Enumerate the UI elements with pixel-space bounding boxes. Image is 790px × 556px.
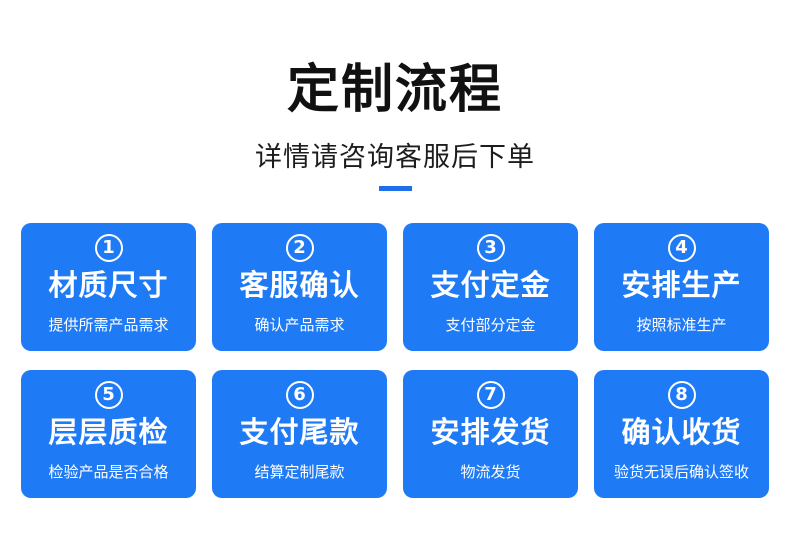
step-description: 支付部分定金: [445, 316, 536, 334]
step-description: 检验产品是否合格: [48, 463, 169, 481]
step-number-badge: 7: [476, 381, 505, 409]
step-number-badge: 1: [94, 234, 123, 262]
step-title: 安排生产: [621, 268, 742, 302]
step-description: 提供所需产品需求: [48, 316, 169, 334]
step-title: 安排发货: [430, 415, 551, 449]
step-title: 层层质检: [48, 415, 169, 449]
accent-divider: [379, 186, 412, 191]
step-number-badge: 6: [285, 381, 314, 409]
step-number-badge: 3: [476, 234, 505, 262]
step-title: 确认收货: [621, 415, 742, 449]
page-title: 定制流程: [286, 60, 503, 120]
step-description: 结算定制尾款: [254, 463, 345, 481]
step-title: 客服确认: [239, 268, 360, 302]
step-card-8: 8 确认收货 验货无误后确认签收: [594, 370, 769, 498]
step-title: 材质尺寸: [48, 268, 169, 302]
process-step-grid: 1 材质尺寸 提供所需产品需求 2 客服确认 确认产品需求 3 支付定金 支付部…: [21, 223, 769, 498]
step-description: 按照标准生产: [636, 316, 727, 334]
step-title: 支付尾款: [239, 415, 360, 449]
step-description: 验货无误后确认签收: [613, 463, 749, 481]
step-number-badge: 2: [285, 234, 314, 262]
step-card-7: 7 安排发货 物流发货: [403, 370, 578, 498]
page-subtitle: 详情请咨询客服后下单: [255, 142, 535, 173]
step-number-badge: 4: [667, 234, 696, 262]
step-number-badge: 8: [667, 381, 696, 409]
step-card-2: 2 客服确认 确认产品需求: [212, 223, 387, 351]
step-card-3: 3 支付定金 支付部分定金: [403, 223, 578, 351]
step-description: 确认产品需求: [254, 316, 345, 334]
step-description: 物流发货: [460, 463, 521, 481]
step-card-1: 1 材质尺寸 提供所需产品需求: [21, 223, 196, 351]
step-number-badge: 5: [94, 381, 123, 409]
step-card-5: 5 层层质检 检验产品是否合格: [21, 370, 196, 498]
step-card-6: 6 支付尾款 结算定制尾款: [212, 370, 387, 498]
step-title: 支付定金: [430, 268, 551, 302]
step-card-4: 4 安排生产 按照标准生产: [594, 223, 769, 351]
